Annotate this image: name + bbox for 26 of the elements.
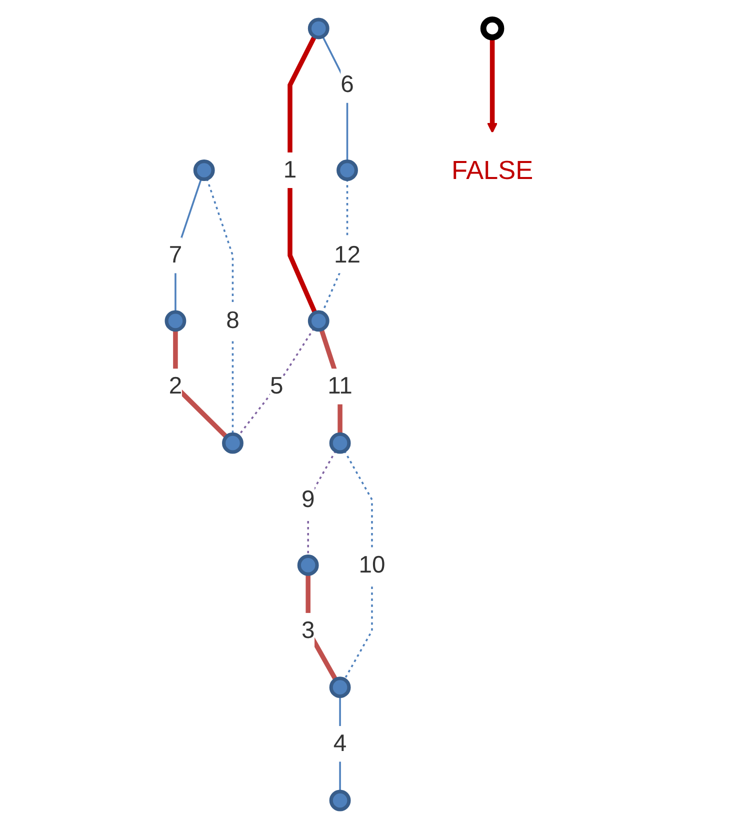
- arrow: [487, 37, 498, 134]
- edge-label: 11: [328, 373, 353, 400]
- edge-label: 2: [169, 373, 182, 400]
- node-circle: [330, 676, 352, 698]
- node-prohibition: [480, 16, 505, 40]
- node-circle: [298, 554, 320, 576]
- edge-label: 5: [270, 373, 284, 400]
- node-circle: [336, 160, 358, 181]
- edge-label: 12: [334, 242, 361, 269]
- edge-label: 1: [284, 157, 297, 184]
- edge-label: 8: [226, 308, 240, 334]
- edge-label: 10: [359, 552, 386, 578]
- node-text: FALSE: [452, 155, 534, 186]
- edge-label: 9: [302, 486, 316, 513]
- edge-label: 6: [340, 72, 354, 98]
- connector: [288, 35, 318, 314]
- node-circle: [330, 432, 352, 454]
- edge-label: 7: [169, 242, 182, 269]
- node-circle: [308, 310, 330, 332]
- node-circle: [222, 432, 244, 454]
- node-circle: [330, 790, 352, 812]
- node-circle: [165, 310, 186, 332]
- node-circle: [308, 18, 330, 40]
- edge-label: 3: [302, 618, 316, 644]
- edge-label: 4: [334, 730, 347, 758]
- node-circle: [194, 160, 216, 181]
